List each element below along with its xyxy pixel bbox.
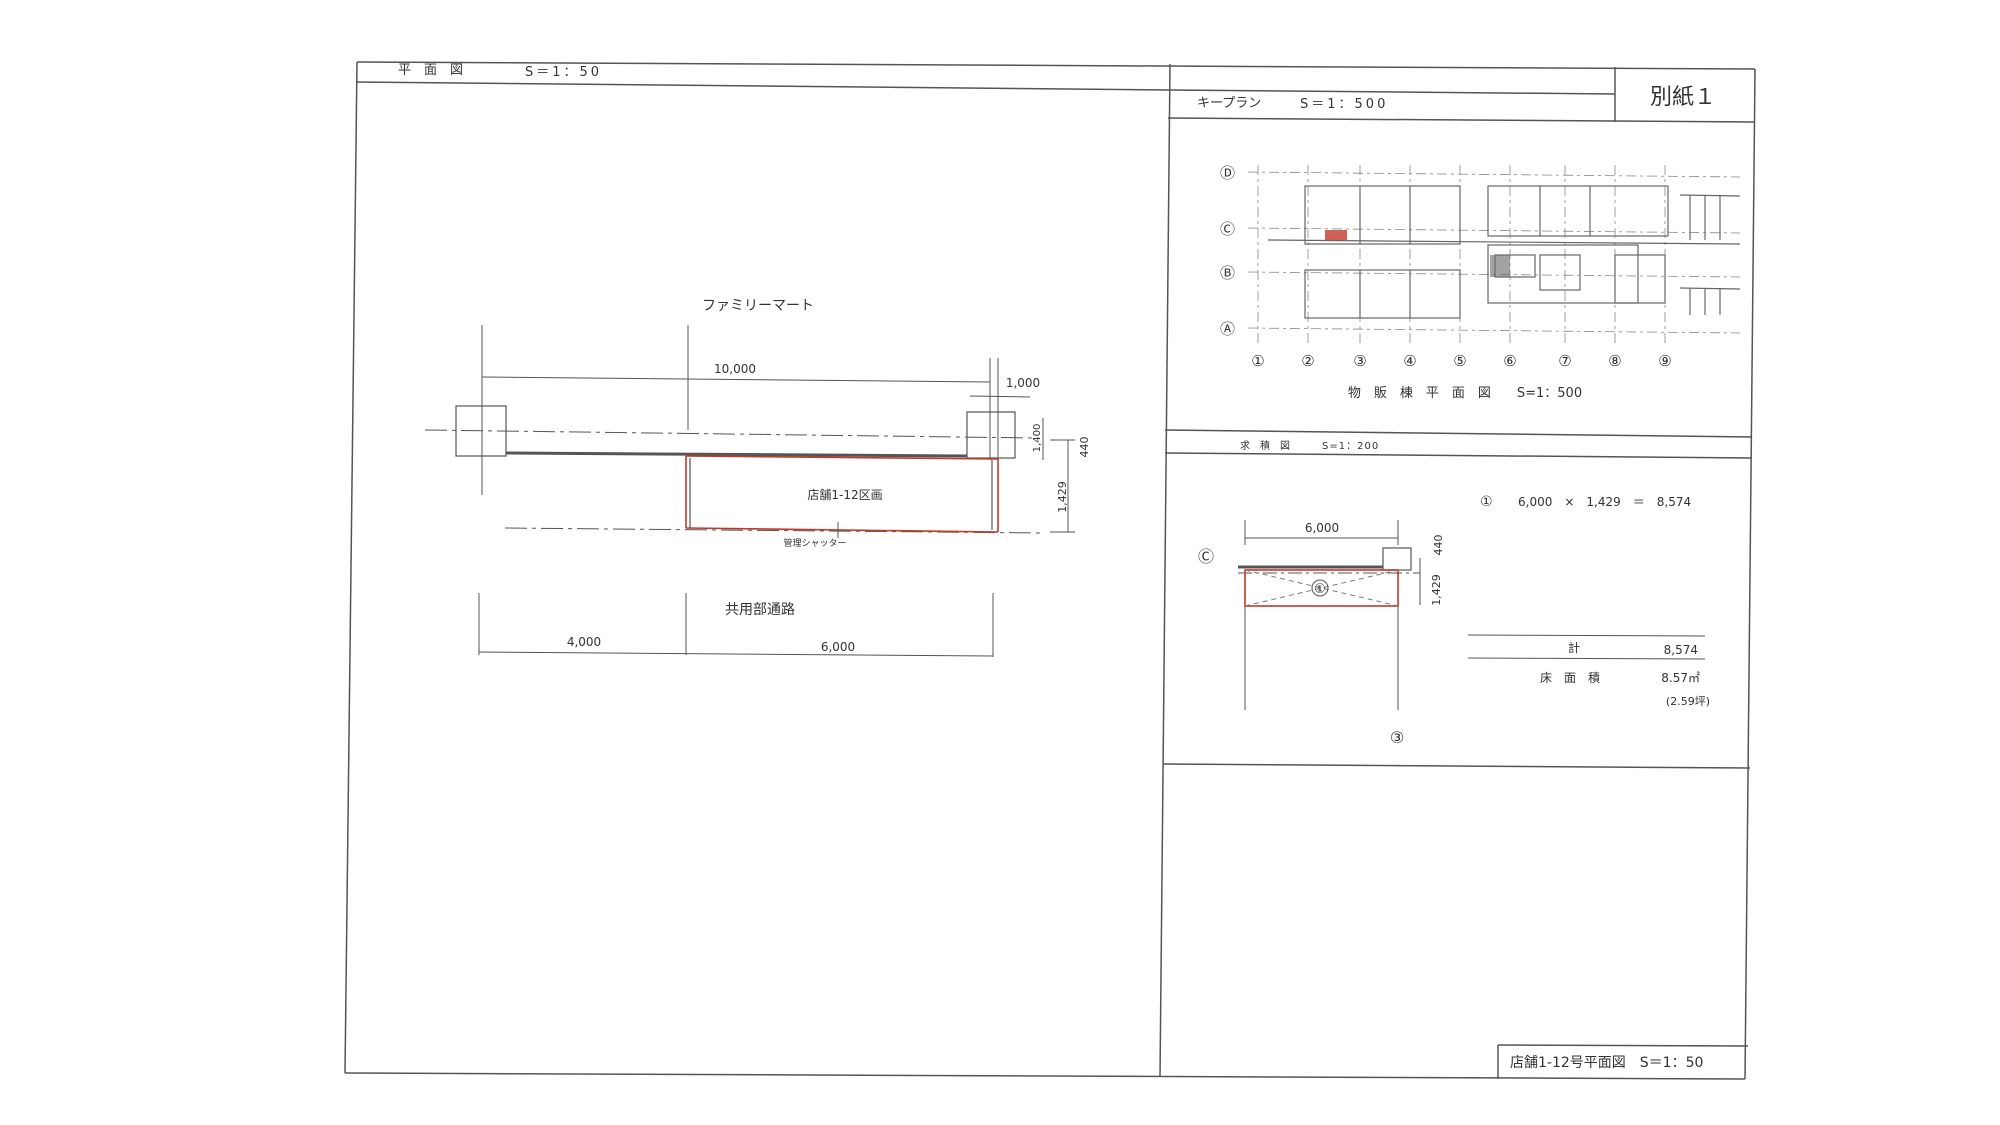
dimension-lines-bottom <box>478 593 994 657</box>
dim-small-vert: 1,400 <box>1032 424 1043 453</box>
area-calc-dim-depth: 1,429 <box>1430 574 1443 606</box>
plan-title: 平 面 図 <box>398 63 463 78</box>
unit-walls <box>689 458 993 530</box>
col-marker-3: ③ <box>1353 352 1366 370</box>
key-plan: Ⓓ Ⓒ Ⓑ Ⓐ ① ② ③ ④ ⑤ ⑥ ⑦ ⑧ ⑨ 物 販 棟 平 面 図 S=… <box>1220 164 1741 401</box>
shutter-label: 管理シャッター <box>783 537 846 549</box>
floor-area-label: 床 面 積 <box>1540 670 1600 685</box>
unit-label: 店舗1-12区画 <box>807 488 882 502</box>
col-marker-9: ⑨ <box>1658 352 1671 370</box>
area-calc-column <box>1382 547 1412 571</box>
col-marker-5: ⑤ <box>1453 352 1466 370</box>
floor-plan: ファミリーマート 10,000 1,000 1,400 440 1,429 <box>424 298 1091 657</box>
title-block-text: 店舗1-12号平面図 S＝1：50 <box>1510 1055 1703 1071</box>
col-marker-6: ⑥ <box>1503 352 1516 370</box>
row-marker-b: Ⓑ <box>1220 264 1235 282</box>
sheet-frame <box>344 61 1756 1080</box>
col-marker-7: ⑦ <box>1558 352 1571 370</box>
floor-area-tsubo: (2.59坪) <box>1666 695 1710 708</box>
area-formula-index: ① <box>1480 494 1493 510</box>
area-calc-region <box>1244 569 1399 607</box>
area-total-rule-bottom <box>1467 657 1706 660</box>
unit-outline <box>685 455 999 533</box>
keyplan-rooms <box>1267 185 1741 319</box>
keyplan-row-markers: Ⓓ Ⓒ Ⓑ Ⓐ <box>1220 164 1235 338</box>
dim-total: 10,000 <box>714 362 756 376</box>
area-formula: 6,000 × 1,429 ＝ 8,574 <box>1518 495 1691 509</box>
keyplan-shaded-core <box>1490 255 1510 277</box>
dim-height: 440 <box>1078 437 1091 458</box>
area-total-value: 8,574 <box>1664 643 1698 657</box>
neighbor-store-label: ファミリーマート <box>702 298 814 314</box>
column-right <box>966 411 1016 459</box>
plan-scale: S＝1：50 <box>525 65 602 80</box>
area-calc-cross <box>1244 569 1399 607</box>
dimension-lines-top <box>481 325 1075 533</box>
floor-area-value: 8.57㎡ <box>1661 671 1700 685</box>
col-marker-1: ① <box>1251 352 1264 370</box>
area-calc-scale: S=1：200 <box>1322 441 1379 452</box>
dim-depth: 1,429 <box>1056 481 1069 513</box>
area-calculation: 求 積 図 S=1：200 6,000 440 1,429 ① Ⓒ ③ ① 6,… <box>1198 439 1710 747</box>
keyplan-caption: 物 販 棟 平 面 図 S=1：500 <box>1348 386 1582 401</box>
center-lines <box>424 429 1046 534</box>
col-marker-2: ② <box>1301 352 1314 370</box>
keyplan-col-markers: ① ② ③ ④ ⑤ ⑥ ⑦ ⑧ ⑨ <box>1251 352 1671 370</box>
area-calc-dim-width: 6,000 <box>1305 521 1339 535</box>
area-calc-title: 求 積 図 <box>1240 439 1290 452</box>
dim-right: 1,000 <box>1006 376 1040 390</box>
col-marker-8: ⑧ <box>1608 352 1621 370</box>
keyplan-scale: S＝1：500 <box>1300 97 1388 112</box>
corridor-label: 共用部通路 <box>725 602 795 618</box>
area-calc-row-marker: Ⓒ <box>1198 547 1214 566</box>
dim-left-bottom: 4,000 <box>567 635 601 649</box>
keyplan-title: キープラン <box>1197 96 1261 111</box>
row-marker-c: Ⓒ <box>1220 220 1235 238</box>
area-total-label: 計 <box>1568 640 1580 655</box>
area-calc-dim-lines <box>1244 520 1421 710</box>
area-calc-region-index: ① <box>1314 582 1326 597</box>
area-total-rule-top <box>1467 634 1706 637</box>
row-marker-d: Ⓓ <box>1220 164 1235 182</box>
dim-unit-width: 6,000 <box>821 640 855 654</box>
area-calc-col-marker: ③ <box>1390 728 1404 747</box>
area-calc-dim-height: 440 <box>1432 535 1445 556</box>
col-marker-4: ④ <box>1403 352 1416 370</box>
area-calc-center-mark <box>1311 579 1329 597</box>
attachment-label: 別紙１ <box>1650 85 1716 110</box>
keyplan-highlight <box>1325 230 1347 240</box>
row-marker-a: Ⓐ <box>1220 320 1235 338</box>
wall-top <box>505 451 968 458</box>
